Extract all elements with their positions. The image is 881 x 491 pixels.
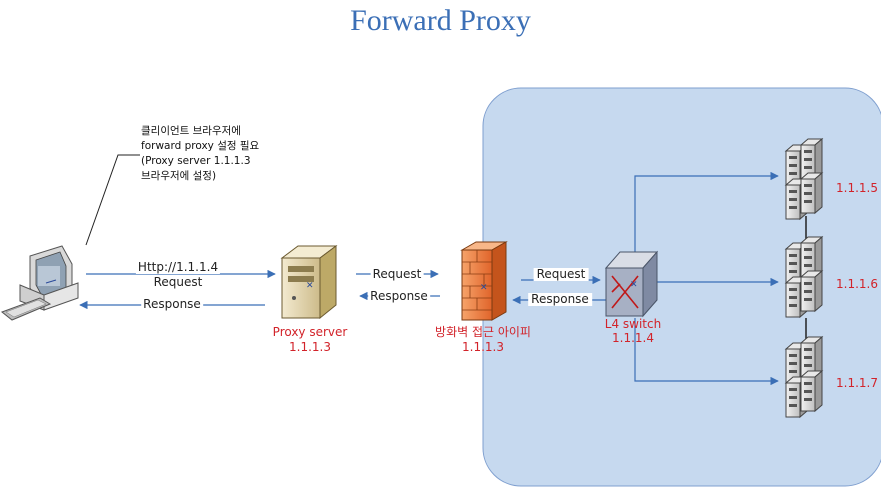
switch-to-server-3-arrow: [634, 318, 779, 386]
proxy-server-icon: ✕: [280, 245, 338, 320]
client-url-label: Http://1.1.1.4: [135, 260, 221, 274]
switch-to-server-1-arrow: [634, 171, 779, 252]
l4-switch-label: L4 switch: [604, 317, 662, 331]
firewall-ip: 1.1.1.3: [462, 340, 504, 354]
proxy-server-ip: 1.1.1.3: [289, 340, 331, 354]
svg-text:✕: ✕: [480, 283, 488, 293]
server-ip-label: 1.1.1.6: [836, 277, 878, 291]
server-unit-icon: [799, 171, 824, 215]
note-leader-line: [85, 154, 140, 246]
server-unit-icon: [799, 235, 824, 279]
server-cluster-2-icon: [784, 235, 824, 319]
client-response-label: Response: [141, 297, 203, 311]
server-unit-icon: [799, 369, 824, 413]
server-ip-label: 1.1.1.7: [836, 376, 878, 390]
firewall-request-label: Request: [533, 268, 589, 281]
backend-servers: [784, 137, 824, 419]
svg-text:✕: ✕: [630, 280, 638, 290]
server-cluster-1-icon: [784, 137, 824, 221]
client-note-line: (Proxy server 1.1.1.3: [141, 155, 251, 167]
client-note-line: 브라우저에 설정): [141, 170, 217, 182]
client-note-line: forward proxy 설정 필요: [141, 140, 260, 152]
firewall-response-label: Response: [528, 293, 592, 306]
l4-switch-icon: ✕: [604, 250, 659, 318]
page-title: Forward Proxy: [350, 4, 531, 37]
firewall-icon: ✕: [460, 241, 508, 321]
l4-switch-ip: 1.1.1.4: [612, 331, 654, 345]
server-unit-icon: [799, 269, 824, 313]
client-request-label: Request: [153, 275, 203, 289]
proxy-server-label: Proxy server: [272, 325, 348, 339]
server-cluster-3-icon: [784, 335, 824, 419]
svg-text:✕: ✕: [306, 281, 314, 291]
server-ip-label: 1.1.1.5: [836, 181, 878, 195]
server-unit-icon: [799, 137, 824, 181]
proxy-response-label: Response: [368, 289, 430, 303]
proxy-request-label: Request: [370, 267, 424, 281]
client-note: 클리이언트 브라우저에 forward proxy 설정 필요 (Proxy s…: [141, 124, 259, 184]
client-note-line: 클리이언트 브라우저에: [141, 125, 241, 137]
client-computer-icon: [0, 245, 79, 321]
firewall-label: 방화벽 접근 아이피: [435, 325, 531, 339]
